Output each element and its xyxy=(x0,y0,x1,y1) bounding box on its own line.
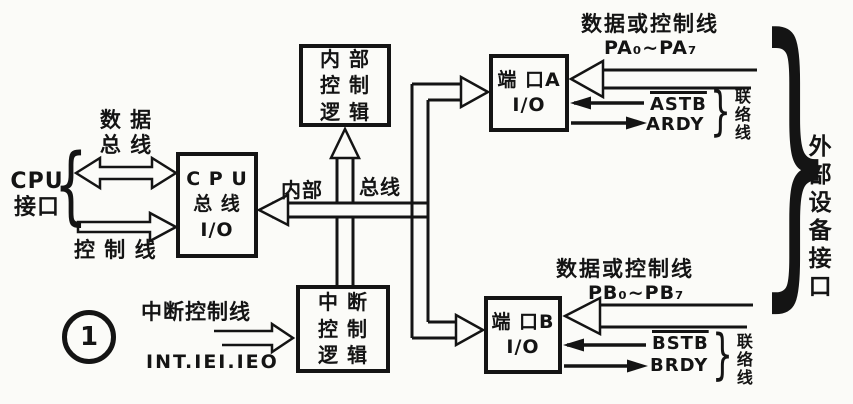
cpu-interface-brace: { xyxy=(54,134,88,235)
ardy-arrowhead xyxy=(626,116,647,130)
brdy-arrowhead xyxy=(627,359,648,373)
cpu-bus-io-box: C P U 总 线 I/O xyxy=(176,152,258,258)
internal-bus-horizontal xyxy=(272,201,428,219)
port-b-io-box: 端 口B I/O xyxy=(484,296,562,374)
pb-lines xyxy=(598,303,753,329)
astb-label: ASTB xyxy=(650,94,707,115)
bstb-arrowhead xyxy=(563,338,584,352)
pa-arrowhead xyxy=(568,58,605,100)
port-b-header-label: 数据或控制线 xyxy=(556,257,694,281)
control-line-label: 控 制 线 xyxy=(74,238,157,262)
interrupt-control-logic-box: 中 断 控 制 逻 辑 xyxy=(296,285,390,373)
bus-branch-port-a xyxy=(412,82,462,102)
internal-control-logic-box: 内 部 控 制 逻 辑 xyxy=(299,44,391,127)
interrupt-control-line-label: 中断控制线 xyxy=(141,300,251,324)
figure-number-text: 1 xyxy=(79,322,99,352)
ardy-label: ARDY xyxy=(646,114,705,135)
external-interface-label: 外部设备接口 xyxy=(804,134,831,302)
figure-number-marker: 1 xyxy=(62,310,116,364)
data-bus-label: 数 据 总 线 xyxy=(99,108,153,157)
pa-lines xyxy=(601,68,757,90)
internal-bus-label-right: 总线 xyxy=(359,175,401,199)
arrowhead-port-a xyxy=(459,74,491,110)
internal-bus-arrowhead-to-cpu xyxy=(256,192,290,228)
port-a-range-label: PA₀~PA₇ xyxy=(604,37,698,59)
port-b-handshake-label: 联络线 xyxy=(733,333,753,387)
port-a-handshake-brace: } xyxy=(710,81,732,143)
port-b-handshake-brace: } xyxy=(712,324,734,388)
external-interface-brace: } xyxy=(757,0,834,338)
internal-bus-label-left: 内部 xyxy=(281,178,323,202)
port-a-header-label: 数据或控制线 xyxy=(581,12,719,36)
port-a-io-box: 端 口A I/O xyxy=(489,54,569,132)
bstb-label: BSTB xyxy=(652,333,709,354)
data-bus-arrow xyxy=(73,155,179,191)
pb-arrowhead xyxy=(562,295,602,337)
brdy-label: BRDY xyxy=(650,355,709,376)
interrupt-signals-label: INT.IEI.IEO xyxy=(146,351,279,373)
bus-branch-port-b xyxy=(412,320,457,340)
arrowhead-port-b xyxy=(454,312,486,348)
interrupt-control-arrow xyxy=(214,321,296,355)
bus-branch-up-internal-control xyxy=(335,158,355,203)
port-a-handshake-label: 联络线 xyxy=(731,88,751,142)
arrowhead-internal-control xyxy=(329,126,361,160)
bus-riser-vertical xyxy=(410,84,430,338)
cpu-interface-label: CPU 接口 xyxy=(10,169,64,220)
bus-branch-down-interrupt xyxy=(335,217,355,286)
control-line-arrow xyxy=(76,210,179,244)
astb-arrowhead xyxy=(570,96,591,110)
port-b-range-label: PB₀~PB₇ xyxy=(588,282,685,304)
